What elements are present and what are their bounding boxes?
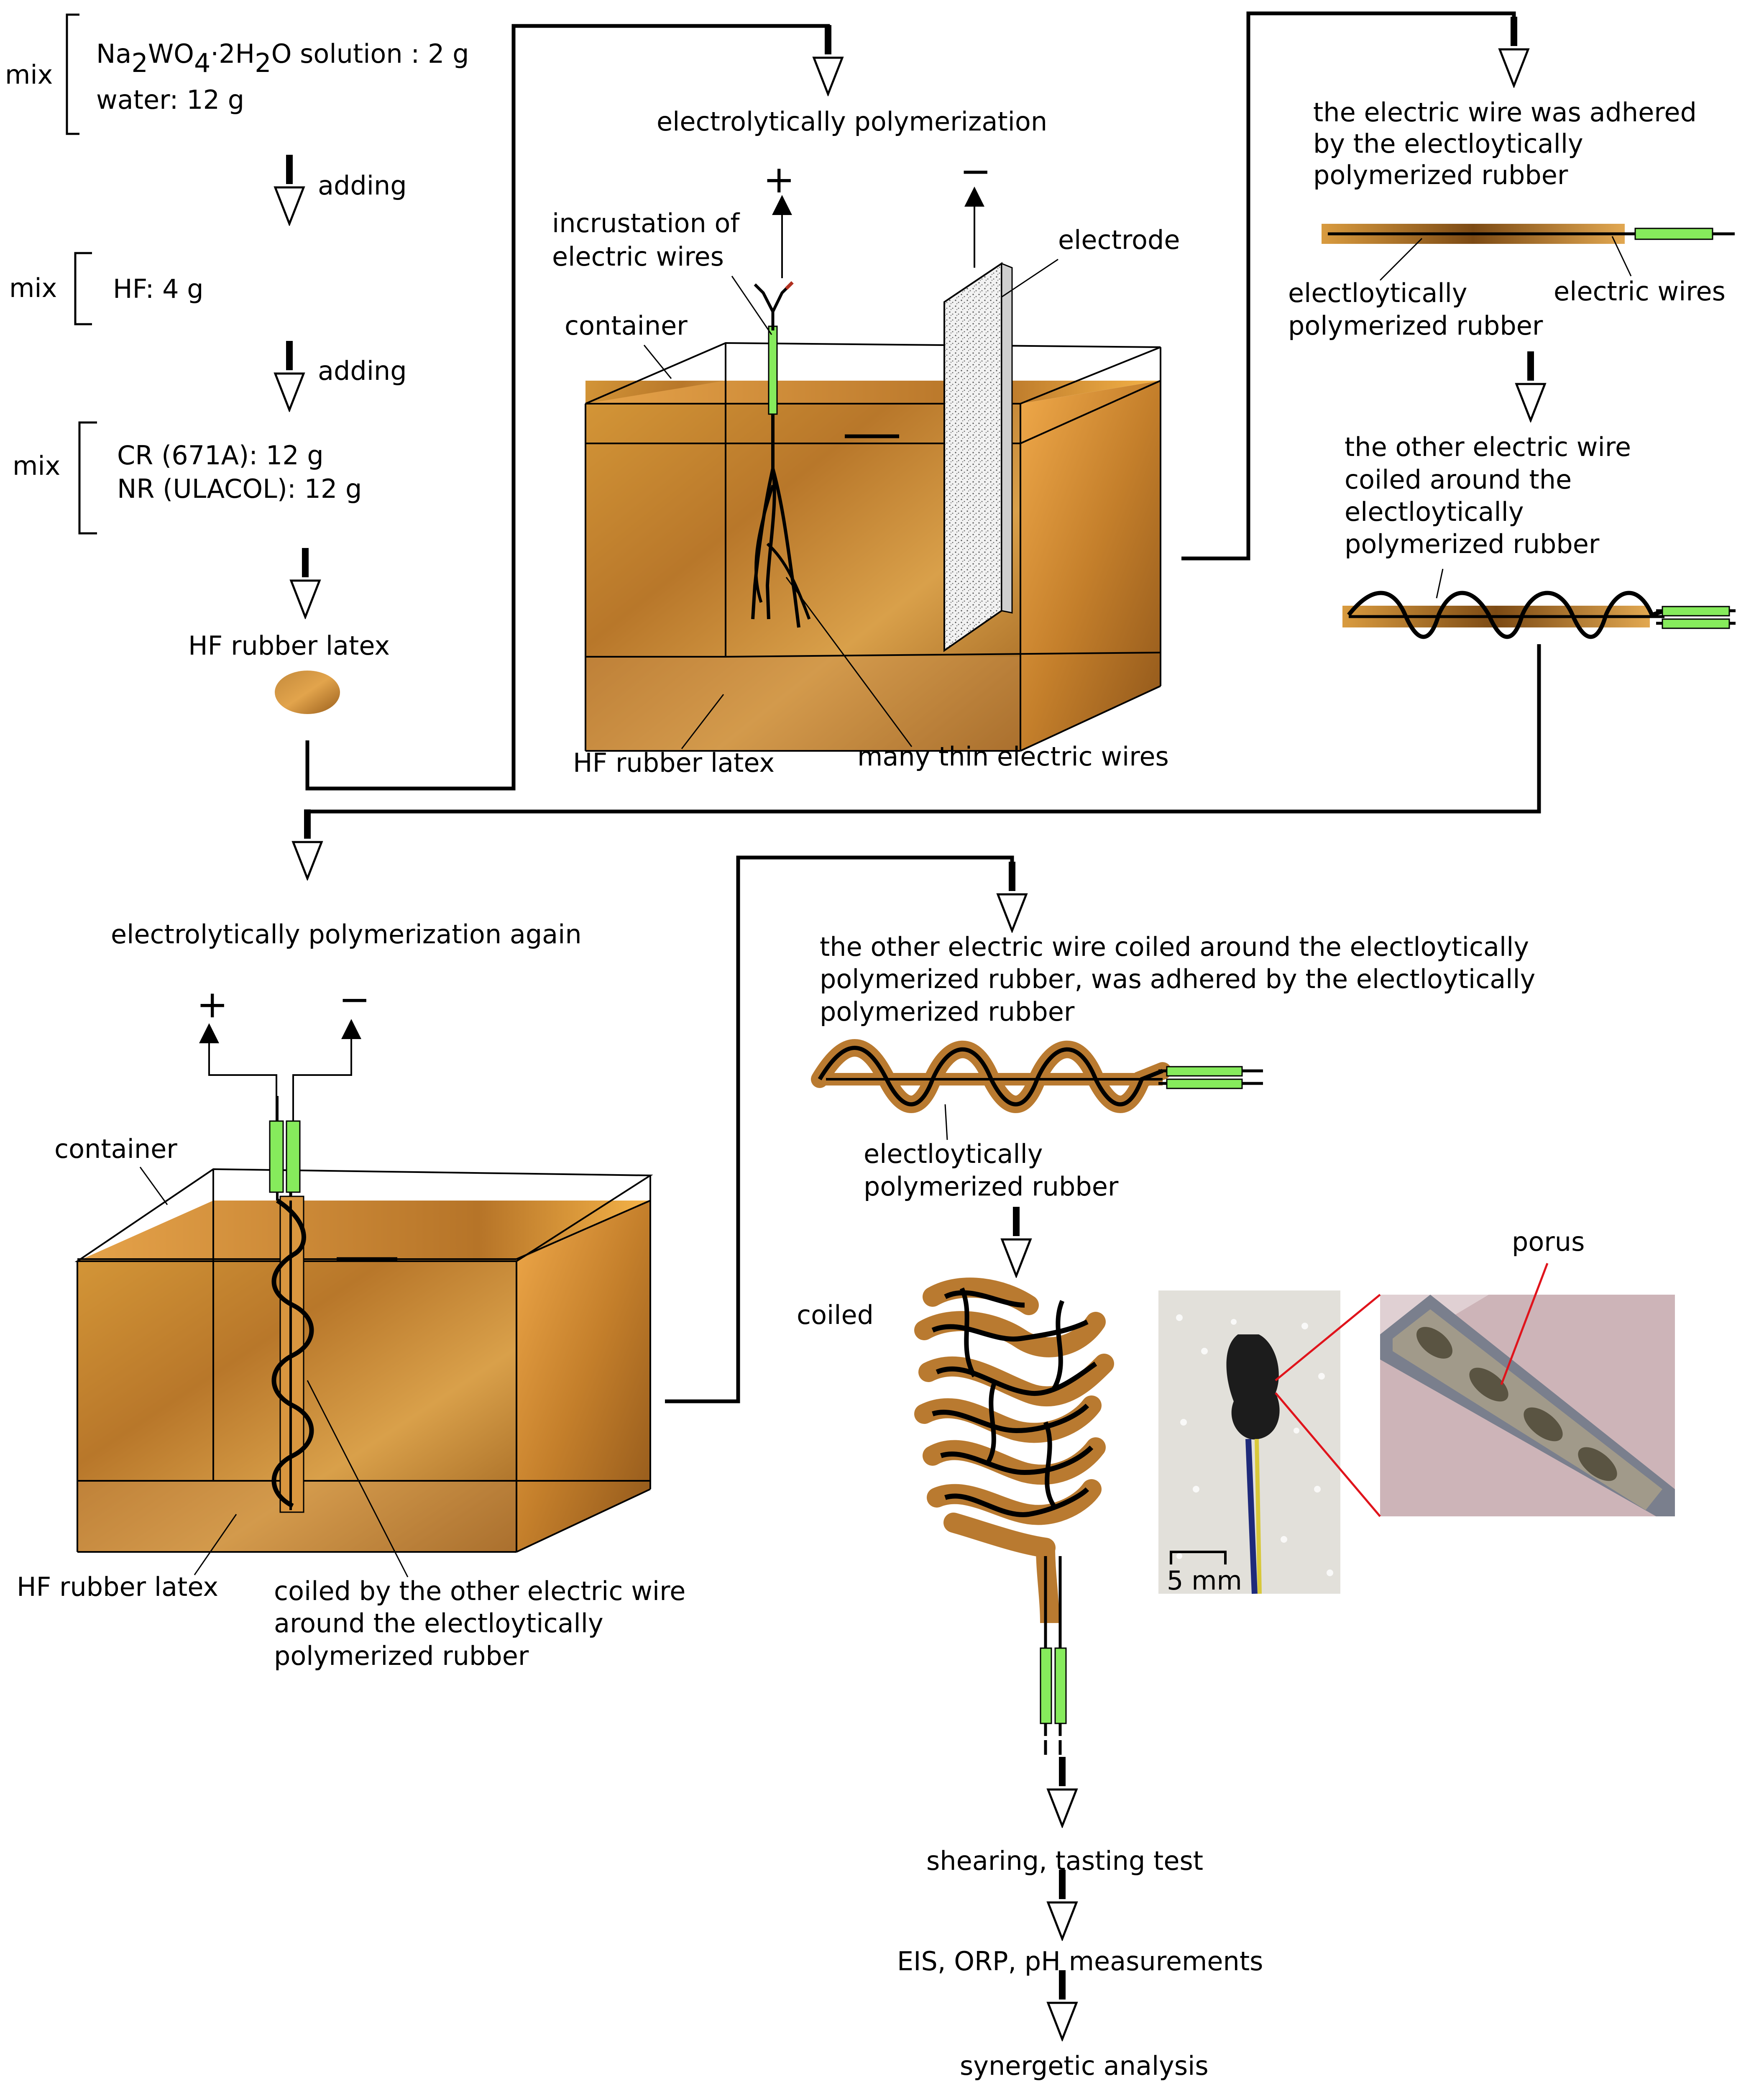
panel3-container-label: container — [54, 1134, 177, 1164]
panel3-sheath-1 — [269, 1120, 284, 1193]
hollow-down-arrow-icon — [275, 155, 304, 224]
panel2-rubber-label-2: polymerized rubber — [1288, 310, 1543, 341]
panel4-porus-label: porus — [1512, 1226, 1585, 1257]
panel3-coiled-by-3: polymerized rubber — [274, 1641, 529, 1671]
panel3-sheath-2 — [286, 1120, 301, 1193]
panel1-latex-label: HF rubber latex — [573, 748, 775, 778]
step3-line2: NR (ULACOL): 12 g — [117, 474, 362, 504]
panel1-tank-side — [1020, 381, 1161, 751]
panel1-electrode — [943, 262, 1013, 652]
step3-group: mix CR (671A): 12 g NR (ULACOL): 12 g — [13, 421, 362, 535]
step2-mix-label: mix — [9, 273, 57, 303]
panel2: the electric wire was adhered by the ele… — [1288, 97, 1736, 639]
step3-bracket — [78, 421, 97, 535]
panel2-adhered-3: polymerized rubber — [1313, 160, 1568, 190]
panel4-photo-sensor: 5 mm — [1158, 1290, 1340, 1596]
hollow-down-arrow-icon — [1516, 351, 1545, 420]
step2-bracket — [74, 252, 92, 325]
panel4-photo-micrograph — [1380, 1295, 1675, 1516]
panel2-sheath-1 — [1662, 606, 1730, 617]
panel1-incrustation-1: incrustation of — [552, 208, 740, 238]
step2-line1: HF: 4 g — [113, 274, 204, 304]
panel4-desc-2: polymerized rubber, was adhered by the e… — [820, 964, 1535, 994]
adding2-label: adding — [318, 356, 407, 386]
panel4-coiled-label: coiled — [797, 1300, 874, 1330]
hollow-down-arrow-icon — [998, 862, 1026, 931]
panel3-tank-side — [516, 1201, 650, 1552]
panel3-title: electrolytically polymerization again — [111, 919, 582, 950]
panel3: electrolytically polymerization again — [17, 919, 685, 1671]
latex-label: HF rubber latex — [188, 630, 390, 661]
panel1-tank-front — [585, 404, 1020, 751]
panel3-coil-wire — [271, 1198, 314, 1508]
panel2-rubber-label-1: electloytically — [1288, 278, 1467, 308]
panel4-eis-label: EIS, ORP, pH measurements — [897, 1946, 1263, 1976]
panel2-coiled-4: polymerized rubber — [1345, 529, 1600, 559]
panel3-container-edges — [74, 1168, 653, 1553]
step3-mix-label: mix — [13, 451, 60, 481]
minus-sign-icon: − — [339, 978, 370, 1022]
step2-group: mix HF: 4 g — [9, 252, 204, 325]
hollow-down-arrow-icon — [1500, 17, 1528, 86]
panel1-wire-bundle — [751, 281, 811, 628]
panel2-adhered-2: by the electloytically — [1313, 128, 1583, 159]
step1-bracket — [66, 13, 79, 135]
panel1-thin-wires-label: many thin electric wires — [857, 741, 1169, 772]
hollow-down-arrow-icon — [293, 809, 322, 878]
panel4-coil-wire — [818, 1046, 1163, 1106]
hollow-down-arrow-icon — [814, 25, 842, 94]
panel2-wires-label: electric wires — [1554, 276, 1726, 307]
scale-bar-icon — [1170, 1551, 1227, 1564]
panel4-rubber-1: electloytically — [864, 1139, 1043, 1169]
step1-group: mix Na2WO4·2H2O solution : 2 g water: 12… — [5, 13, 469, 135]
panel1-incrustation-2: electric wires — [552, 241, 724, 272]
panel1-electrode-label: electrode — [1058, 225, 1180, 255]
panel4-desc-1: the other electric wire coiled around th… — [820, 932, 1529, 962]
step1-line2: water: 12 g — [96, 84, 244, 115]
latex-blob — [275, 671, 340, 714]
panel4-scale-label: 5 mm — [1167, 1565, 1242, 1596]
panel3-tank-surface — [77, 1201, 650, 1261]
panel3-latex-label: HF rubber latex — [17, 1572, 218, 1602]
step3-line1: CR (671A): 12 g — [117, 440, 324, 471]
panel2-coiled-2: coiled around the — [1345, 464, 1572, 495]
plus-sign-icon: + — [197, 983, 228, 1027]
panel2-adhered-1: the electric wire was adhered — [1313, 97, 1697, 128]
panel2-wire-sheath — [1634, 228, 1713, 240]
hollow-down-arrow-icon — [291, 548, 320, 617]
step1-mix-label: mix — [5, 59, 53, 90]
panel2-sheath-2 — [1662, 618, 1730, 629]
hollow-down-arrow-icon — [275, 341, 304, 410]
panel4-sheath-1 — [1166, 1066, 1243, 1077]
panel4-sheath-2 — [1166, 1078, 1243, 1089]
panel3-coiled-by-1: coiled by the other electric wire — [274, 1576, 685, 1606]
step1-line1: Na2WO4·2H2O solution : 2 g — [96, 38, 469, 78]
adding1-label: adding — [318, 170, 407, 201]
panel1-title: electrolytically polymerization — [657, 106, 1047, 137]
panel4-coiled-mass — [914, 1278, 1114, 1755]
plus-sign-icon: + — [763, 158, 795, 202]
panel4-desc-3: polymerized rubber — [820, 996, 1075, 1027]
panel4-synergetic-label: synergetic analysis — [960, 2051, 1209, 2081]
minus-sign-icon: − — [960, 149, 991, 193]
panel4: the other electric wire coiled around th… — [797, 932, 1675, 2081]
panel2-coiled-1: the other electric wire — [1345, 432, 1631, 462]
hollow-down-arrow-icon — [1048, 1757, 1076, 1826]
hollow-down-arrow-icon — [1048, 1970, 1076, 2039]
panel3-coiled-by-2: around the electloytically — [274, 1608, 603, 1639]
hollow-down-arrow-icon — [1002, 1207, 1030, 1276]
hollow-down-arrow-icon — [1048, 1870, 1076, 1939]
panel1-tank-surface — [585, 381, 1161, 404]
panel2-coil-wire — [1347, 591, 1665, 639]
panel1-container-label: container — [565, 310, 688, 341]
panel4-rubber-2: polymerized rubber — [864, 1171, 1119, 1202]
panel2-coiled-3: electloytically — [1345, 497, 1524, 527]
panel1: electrolytically polymerization — [552, 106, 1180, 778]
